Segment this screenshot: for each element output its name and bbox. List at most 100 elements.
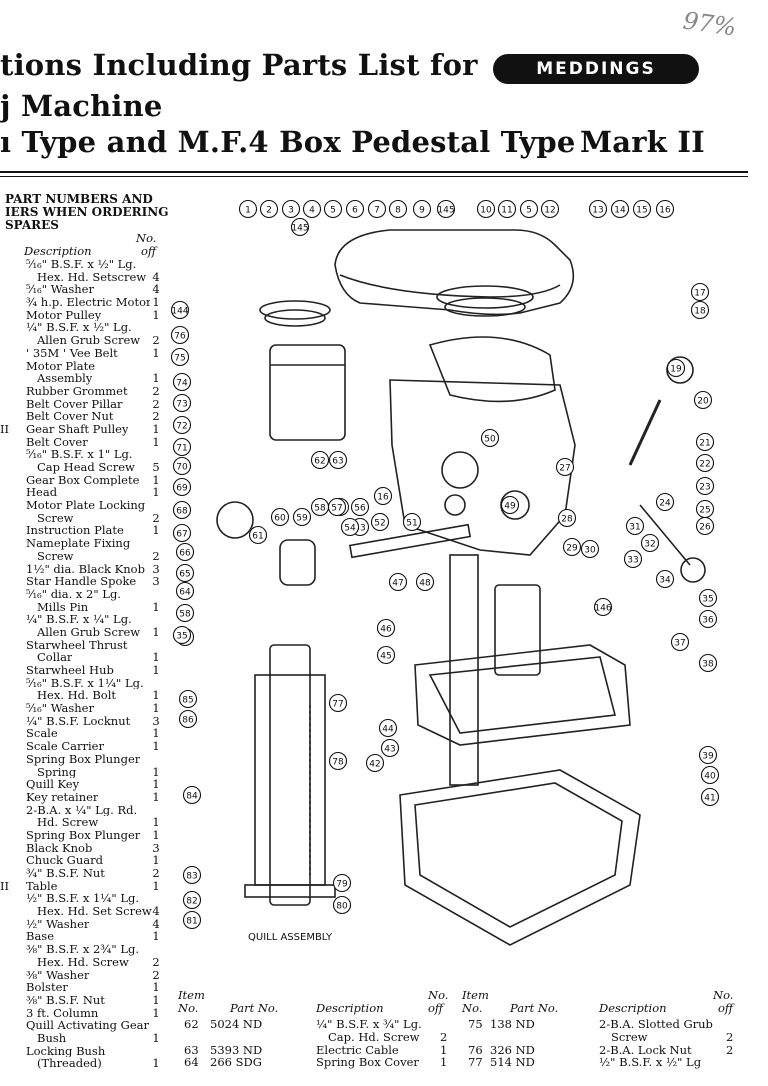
parts-row-description: Chuck Guard (26, 854, 103, 868)
callout-label: 11 (501, 205, 512, 215)
callout-label: 26 (699, 522, 711, 532)
table-cell-part: 5024 ND (210, 1017, 263, 1031)
parts-row-description: ⁵⁄₁₆" B.S.F. x 1¼" Lg. (26, 676, 144, 690)
callout-circle (610, 199, 630, 219)
callout-circle (323, 199, 343, 219)
parts-row-qty: 3 (152, 713, 160, 728)
callout-circle (172, 625, 192, 645)
callout-circle (365, 753, 385, 773)
callout-circle (281, 199, 301, 219)
callout-label: 33 (627, 555, 638, 565)
parts-row-qty: 1 (152, 624, 160, 639)
parts-row-qty: 4 (152, 916, 160, 931)
callout-circle (378, 718, 398, 738)
callout-label: 85 (182, 695, 193, 705)
callout-circle (388, 199, 408, 219)
table-cell-qty: 2 (726, 1043, 734, 1057)
callout-label: 46 (380, 624, 392, 634)
parts-row-description: Screw (37, 549, 74, 563)
callout-label: 16 (659, 205, 671, 215)
parts-row-description: ¼" B.S.F. Locknut (26, 714, 131, 728)
table-cell-item: 75 (468, 1017, 483, 1031)
callout-circle (340, 517, 360, 537)
callout-label: 24 (659, 498, 671, 508)
parts-row-description: Table (26, 879, 58, 893)
callout-label: 84 (186, 791, 198, 801)
callout-circle (632, 199, 652, 219)
callout-label: 145 (437, 205, 454, 215)
handwritten-note: 97% (681, 6, 739, 42)
parts-row-description: ⅜" Washer (26, 968, 90, 982)
parts-row-description: ½" B.S.F. x 1¼" Lg. (26, 892, 140, 906)
parts-list-row: ⅜" B.S.F. x 2¾" Lg. (0, 943, 164, 956)
callout-label: 34 (659, 575, 671, 585)
column-header-no: No. (136, 231, 157, 245)
callout-label: 16 (377, 492, 389, 502)
parts-row-qty: 4 (152, 904, 160, 919)
parts-row-qty: 1 (152, 815, 160, 830)
callout-label: 67 (176, 529, 187, 539)
table-cell-qty: 1 (440, 1043, 448, 1057)
callout-circle (376, 618, 396, 638)
table-cell-item: 76 (468, 1043, 483, 1057)
table-cell-part: 266 SDG (210, 1055, 262, 1069)
parts-row-qty: 2 (152, 396, 160, 411)
parts-row-qty: 1 (152, 421, 160, 436)
callout-circle (328, 751, 348, 771)
parts-heading-line: PART NUMBERS AND (5, 192, 153, 206)
callout-label: 48 (419, 578, 431, 588)
parts-row-qty: 5 (152, 460, 160, 474)
parts-row-qty: 1 (152, 307, 160, 322)
parts-list-row: Locking Bush (0, 1045, 164, 1058)
callout-label: 52 (374, 518, 385, 528)
parts-row-description: Rubber Grommet (26, 384, 128, 398)
parts-row-description: Star Handle Spoke (26, 575, 137, 588)
callout-label: 43 (384, 744, 395, 754)
table-cell-desc: Electric Cable (316, 1043, 399, 1057)
parts-list-row: ¼" B.S.F. Locknut 3 (0, 715, 164, 728)
callout-label: 20 (697, 396, 709, 406)
callout-circle (367, 199, 387, 219)
callout-label: 76 (174, 331, 186, 341)
callout-circle (380, 738, 400, 758)
callout-label: 57 (331, 503, 342, 513)
parts-list-row: Star Handle Spoke 3 (0, 575, 164, 588)
callout-label: 37 (674, 638, 685, 648)
parts-list-row: Starwheel Thrust (0, 639, 164, 652)
table-cell-qty: 2 (440, 1030, 448, 1044)
callout-circle (175, 542, 195, 562)
callout-label: 70 (176, 462, 188, 472)
callout-circle (562, 537, 582, 557)
page-title-line-1: tions Including Parts List for (0, 48, 478, 82)
callout-circle (623, 549, 643, 569)
callout-label: 60 (274, 513, 286, 523)
callout-label: 80 (336, 901, 348, 911)
col-header-qty-no: No. (428, 988, 449, 1002)
parts-row-description: 3 ft. Column (26, 1006, 99, 1020)
parts-list-row: Spring Box Plunger (0, 753, 164, 766)
table-cell-part: 514 ND (490, 1055, 535, 1069)
callout-circle (182, 910, 202, 930)
parts-row-number: II (0, 421, 10, 436)
callout-label: 40 (704, 771, 716, 781)
callout-circle (402, 512, 422, 532)
table-cell-desc: 2-B.A. Lock Nut (599, 1043, 692, 1057)
callout-circle (690, 282, 710, 302)
callout-label: 74 (176, 378, 188, 388)
callout-label: 29 (566, 543, 578, 553)
parts-row-qty: 3 (152, 574, 160, 589)
